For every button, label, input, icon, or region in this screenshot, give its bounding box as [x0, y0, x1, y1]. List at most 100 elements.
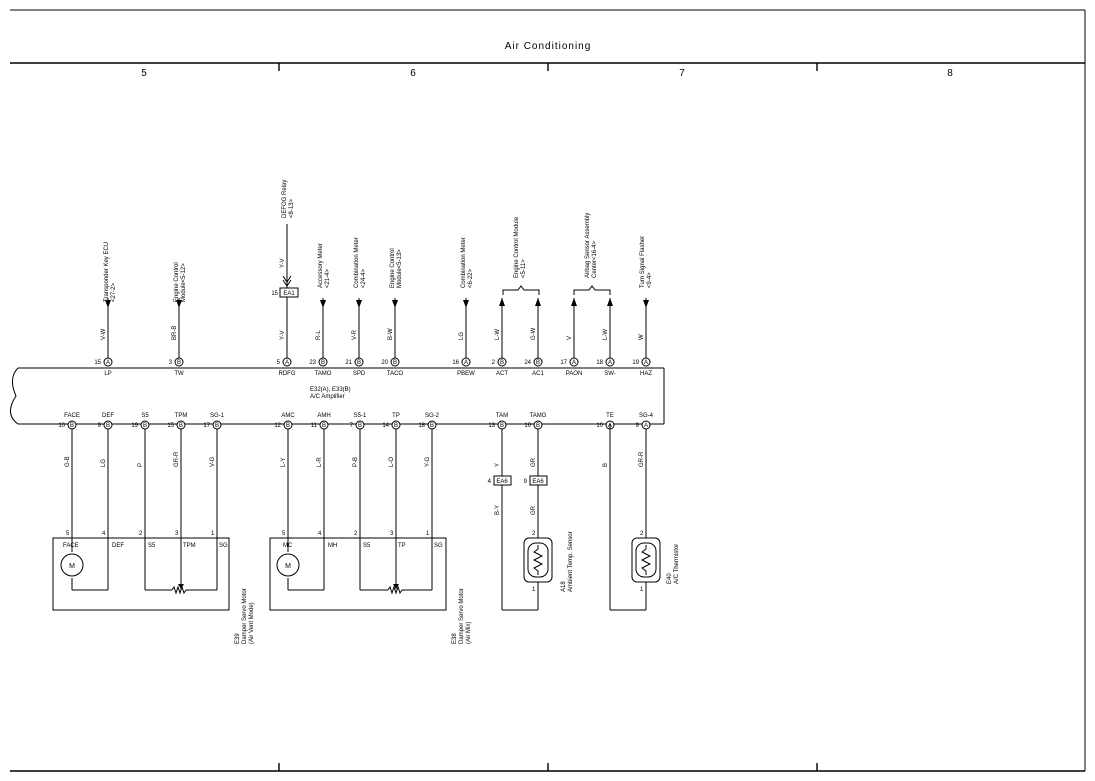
svg-text:E39: E39 — [235, 633, 241, 644]
connector-pin — [497, 420, 507, 430]
svg-text:E40: E40 — [667, 573, 673, 584]
wire-color: L-Y — [281, 458, 287, 467]
destination-combination-meter-24: Combination Meter <24-4> — [354, 237, 367, 288]
connector-letter: B — [393, 360, 397, 366]
connector-letter: B — [322, 423, 326, 429]
wire-color: G-W — [531, 327, 537, 340]
pin-number: 2 — [492, 360, 496, 366]
e39-pin: 5 — [66, 531, 70, 537]
junction-ea6-name: EA6 — [532, 479, 544, 485]
wire-color: LG — [101, 459, 107, 467]
amplifier-designator: E32(A), E33(B) — [310, 387, 351, 393]
svg-text:<24-4>: <24-4> — [361, 268, 367, 288]
junction-ea1-pin: 15 — [271, 291, 278, 297]
pin-label: PBEW — [457, 371, 475, 377]
connector-pin — [390, 357, 400, 367]
pin-label: S5-1 — [354, 413, 367, 419]
svg-text:Module<5-12>: Module<5-12> — [181, 263, 187, 302]
arrow-up-icon — [535, 298, 541, 306]
pin-label: LP — [104, 371, 111, 377]
svg-text:(Air Mix): (Air Mix) — [466, 622, 472, 644]
wire-color: V-G — [210, 456, 216, 467]
e38-label: S5 — [363, 543, 371, 549]
pin-number: 3 — [169, 360, 173, 366]
svg-text:<21-4>: <21-4> — [325, 268, 331, 288]
servo-motor-e39 — [52, 537, 230, 611]
connector-letter: B — [500, 423, 504, 429]
arrow-down-icon — [392, 300, 398, 308]
top-pins: V-WA15LPBR-BB3TWY-VA5RDFGR-LB23TAMOV-RB2… — [94, 275, 652, 377]
servo-motor-e38 — [269, 537, 447, 611]
connector-letter: B — [358, 423, 362, 429]
connector-letter: B — [430, 423, 434, 429]
motor-symbol: M — [69, 563, 75, 570]
connector-letter: B — [394, 423, 398, 429]
connector-pin — [533, 420, 543, 430]
svg-text:Engine Control: Engine Control — [390, 248, 396, 288]
connector-pin — [103, 420, 113, 430]
connector-pin — [355, 420, 365, 430]
pin-label: TAMG — [530, 413, 547, 419]
connector-pin — [176, 420, 186, 430]
column-number: 7 — [679, 68, 685, 79]
svg-text:Turn Signal Flasher: Turn Signal Flasher — [640, 236, 646, 288]
pin-label: PAON — [566, 371, 583, 377]
pin-number: 20 — [381, 360, 388, 366]
pin-label: TE — [606, 413, 614, 419]
destination-ecm-11: Engine Control Module <5-11> — [514, 216, 527, 278]
amplifier-block — [10, 367, 665, 425]
pin-number: 15 — [94, 360, 101, 366]
wire-color: G-B — [65, 456, 71, 467]
a18-pin: 2 — [532, 531, 536, 537]
wire-color: GR-R — [639, 451, 645, 467]
junction-ea6-pin: 9 — [524, 479, 528, 485]
group-brace — [573, 285, 611, 295]
destination-turn-flasher: Turn Signal Flasher <9-4> — [640, 236, 653, 288]
svg-text:Airbag Sensor Assembly: Airbag Sensor Assembly — [585, 213, 591, 278]
e39-label: DEF — [112, 543, 124, 549]
connector-letter: B — [357, 360, 361, 366]
wire-color: P — [138, 463, 144, 467]
destination-defog-relay: DEFOG Relay <8-13> — [282, 180, 295, 218]
pin-label: SPD — [353, 371, 366, 377]
a18-caption: A18 Ambient Temp. Sensor — [561, 531, 574, 592]
connector-letter: A — [644, 360, 648, 366]
connector-pin — [319, 420, 329, 430]
pin-label: TACO — [387, 371, 404, 377]
connector-pin — [103, 357, 113, 367]
connector-pin — [461, 357, 471, 367]
arrow-up-icon — [571, 298, 577, 306]
connector-pin — [569, 357, 579, 367]
page-title: Air Conditioning — [505, 41, 592, 52]
column-number: 8 — [947, 68, 953, 79]
svg-text:Damper Servo Motor: Damper Servo Motor — [459, 588, 465, 644]
wire-color: GR — [531, 505, 537, 515]
e39-pin: 3 — [175, 531, 179, 537]
pin-number: 23 — [309, 360, 316, 366]
junction-ea1 — [279, 287, 299, 298]
svg-text:Combination Meter: Combination Meter — [354, 237, 360, 288]
connector-pin — [427, 420, 437, 430]
e39-label: FACE — [63, 543, 79, 549]
svg-text:Center<16-4>: Center<16-4> — [592, 240, 598, 278]
connector-pin — [391, 420, 401, 430]
connector-letter: B — [536, 360, 540, 366]
arrow-down-icon — [176, 300, 182, 308]
connector-letter: A — [106, 360, 110, 366]
connector-pin — [605, 357, 615, 367]
connector-pin — [641, 420, 651, 430]
pin-number: 9 — [98, 423, 102, 429]
wire-color: BR-B — [172, 326, 178, 340]
wire-color: V-W — [101, 328, 107, 340]
e39-pin: 1 — [211, 531, 215, 537]
connector-letter: A — [572, 360, 576, 366]
wire-color: V — [567, 336, 573, 340]
wire-color: W — [639, 334, 645, 340]
connector-letter: B — [500, 360, 504, 366]
column-number: 6 — [410, 68, 416, 79]
destination-ecm-12: Engine Control Module<5-12> — [174, 262, 187, 302]
e38-pin: 4 — [318, 531, 322, 537]
connector-letter: B — [70, 423, 74, 429]
e38-label: MC — [283, 543, 293, 549]
